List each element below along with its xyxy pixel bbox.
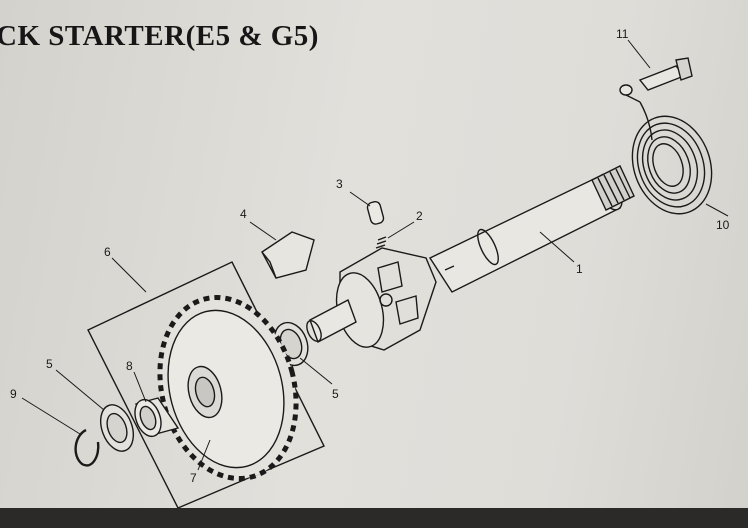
bushing-part-8	[134, 397, 180, 438]
callout-9: 9	[10, 387, 17, 401]
callout-4: 4	[240, 207, 247, 221]
table-edge-shadow	[0, 508, 748, 528]
ratchet-body	[306, 247, 437, 351]
callout-5-left: 5	[46, 357, 53, 371]
page-title: CK STARTER(E5 & G5)	[0, 20, 319, 52]
circlip-part-9	[74, 428, 100, 467]
callout-1: 1	[576, 262, 583, 276]
leader-lines	[21, 39, 729, 471]
kick-gear-part-7	[157, 295, 299, 481]
recoil-spring-part-10	[631, 101, 713, 215]
spring-part-2	[374, 236, 387, 253]
callout-3: 3	[336, 177, 343, 191]
washer-part-5-left	[99, 404, 135, 452]
callout-6: 6	[104, 245, 111, 259]
pin-part-3	[366, 200, 385, 225]
callout-5-right: 5	[332, 387, 339, 401]
gear-outline-box-part-6	[87, 261, 325, 509]
ratchet-plate-part-4	[261, 231, 315, 279]
bolt-part-11	[619, 57, 693, 103]
kick-shaft-part-1	[428, 165, 635, 293]
callout-10: 10	[716, 218, 730, 232]
callout-11: 11	[616, 27, 629, 41]
callout-7: 7	[190, 471, 197, 485]
callout-2: 2	[416, 209, 423, 223]
callout-8: 8	[126, 359, 133, 373]
